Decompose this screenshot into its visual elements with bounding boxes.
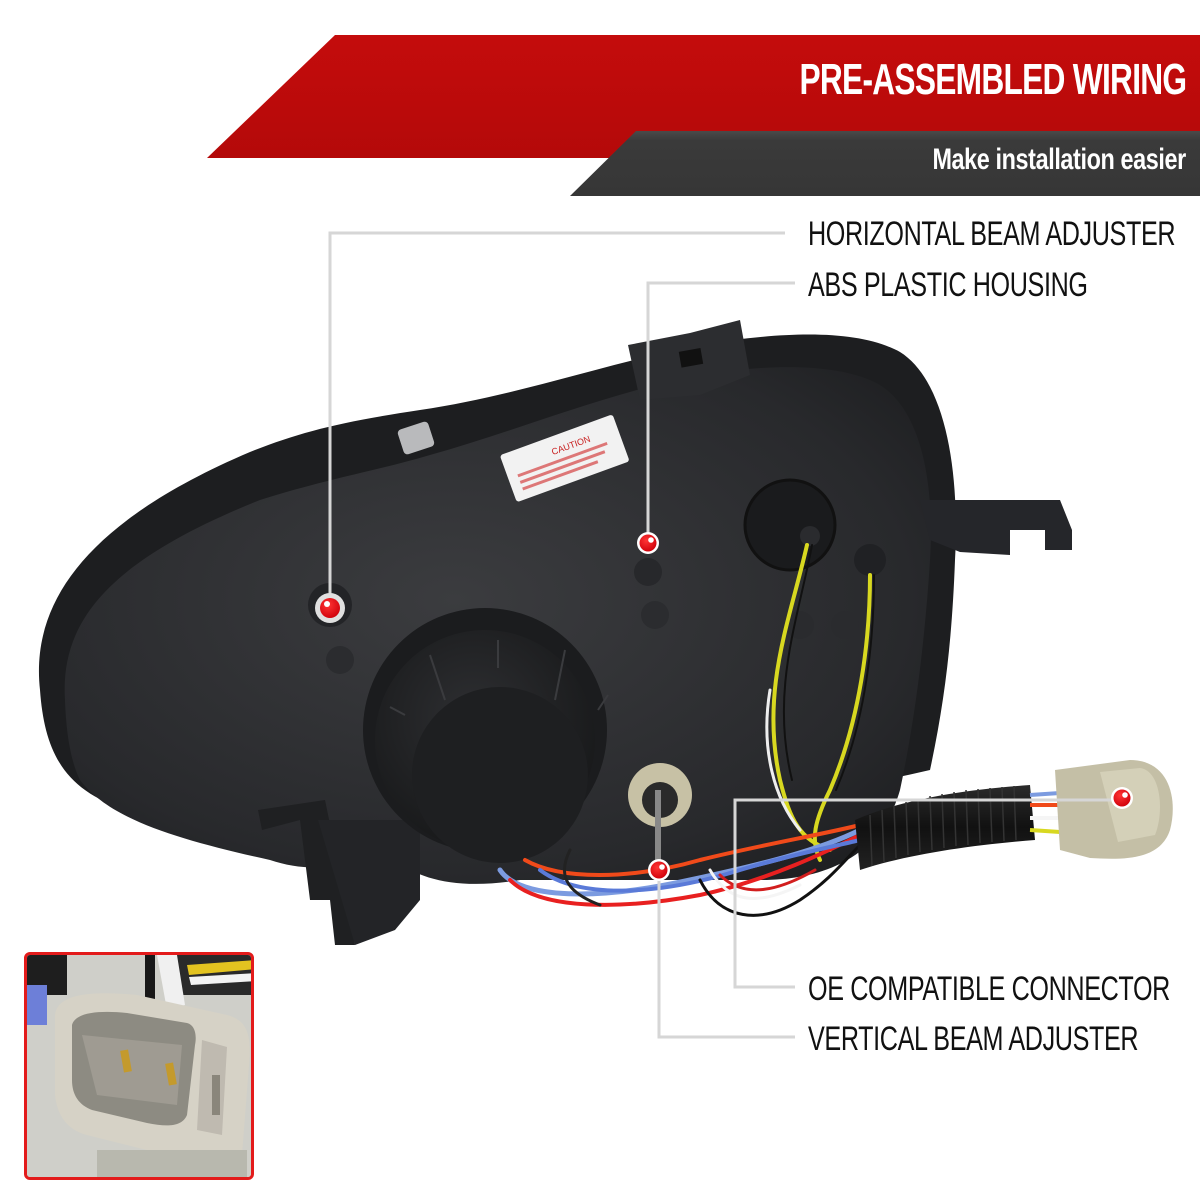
marker-abs-plastic-housing: [637, 532, 659, 554]
dust-cap-ribs: [389, 640, 609, 716]
leader-lines: [328, 231, 1122, 1039]
marker-oe-compatible-connector: [1111, 787, 1133, 809]
callout-label-oe-compatible-connector: OE COMPATIBLE CONNECTOR: [808, 970, 1170, 1008]
subtitle-banner: [570, 131, 1200, 196]
mount-tab-right: [920, 500, 1072, 555]
bulb-dust-cap-center: [412, 687, 588, 863]
callout-label-horizontal-beam-adjuster: HORIZONTAL BEAM ADJUSTER: [808, 215, 1176, 253]
leader-vertical-beam: [657, 871, 795, 1039]
banner-title: PRE-ASSEMBLED WIRING: [799, 55, 1187, 104]
connector-closeup-inset: [24, 952, 254, 1180]
conduit-ridges: [869, 785, 1017, 867]
leader-abs-housing: [646, 281, 795, 543]
housing-boss: [326, 646, 354, 674]
leader-oe-connector: [733, 798, 1122, 989]
socket-grommet: [800, 526, 820, 546]
adjuster-boss-mid: [634, 558, 662, 586]
connector-wires: [1029, 791, 1061, 834]
marker-vertical-beam-adjuster: [648, 859, 670, 881]
lower-wires: [497, 823, 863, 917]
turn-signal-socket: [743, 478, 837, 572]
housing-boss: [831, 611, 859, 639]
callout-label-vertical-beam-adjuster: VERTICAL BEAM ADJUSTER: [808, 1020, 1139, 1058]
marker-horizontal-beam-adjuster: [315, 593, 345, 623]
title-banner: [207, 35, 1200, 158]
top-clip-slot: [678, 348, 704, 368]
callout-markers: [315, 532, 1133, 881]
leader-horizontal-beam: [328, 231, 785, 605]
banner-subtitle: Make installation easier: [932, 143, 1187, 176]
socket-stem: [655, 790, 661, 860]
caution-label: CAUTION: [500, 415, 629, 502]
metal-clip: [397, 421, 435, 455]
callout-label-abs-plastic-housing: ABS PLASTIC HOUSING: [808, 266, 1088, 304]
wire-grommet: [854, 544, 886, 576]
connector-closeup-image: [27, 955, 251, 1177]
housing-boss: [641, 601, 669, 629]
mount-tab-lower: [318, 820, 420, 945]
